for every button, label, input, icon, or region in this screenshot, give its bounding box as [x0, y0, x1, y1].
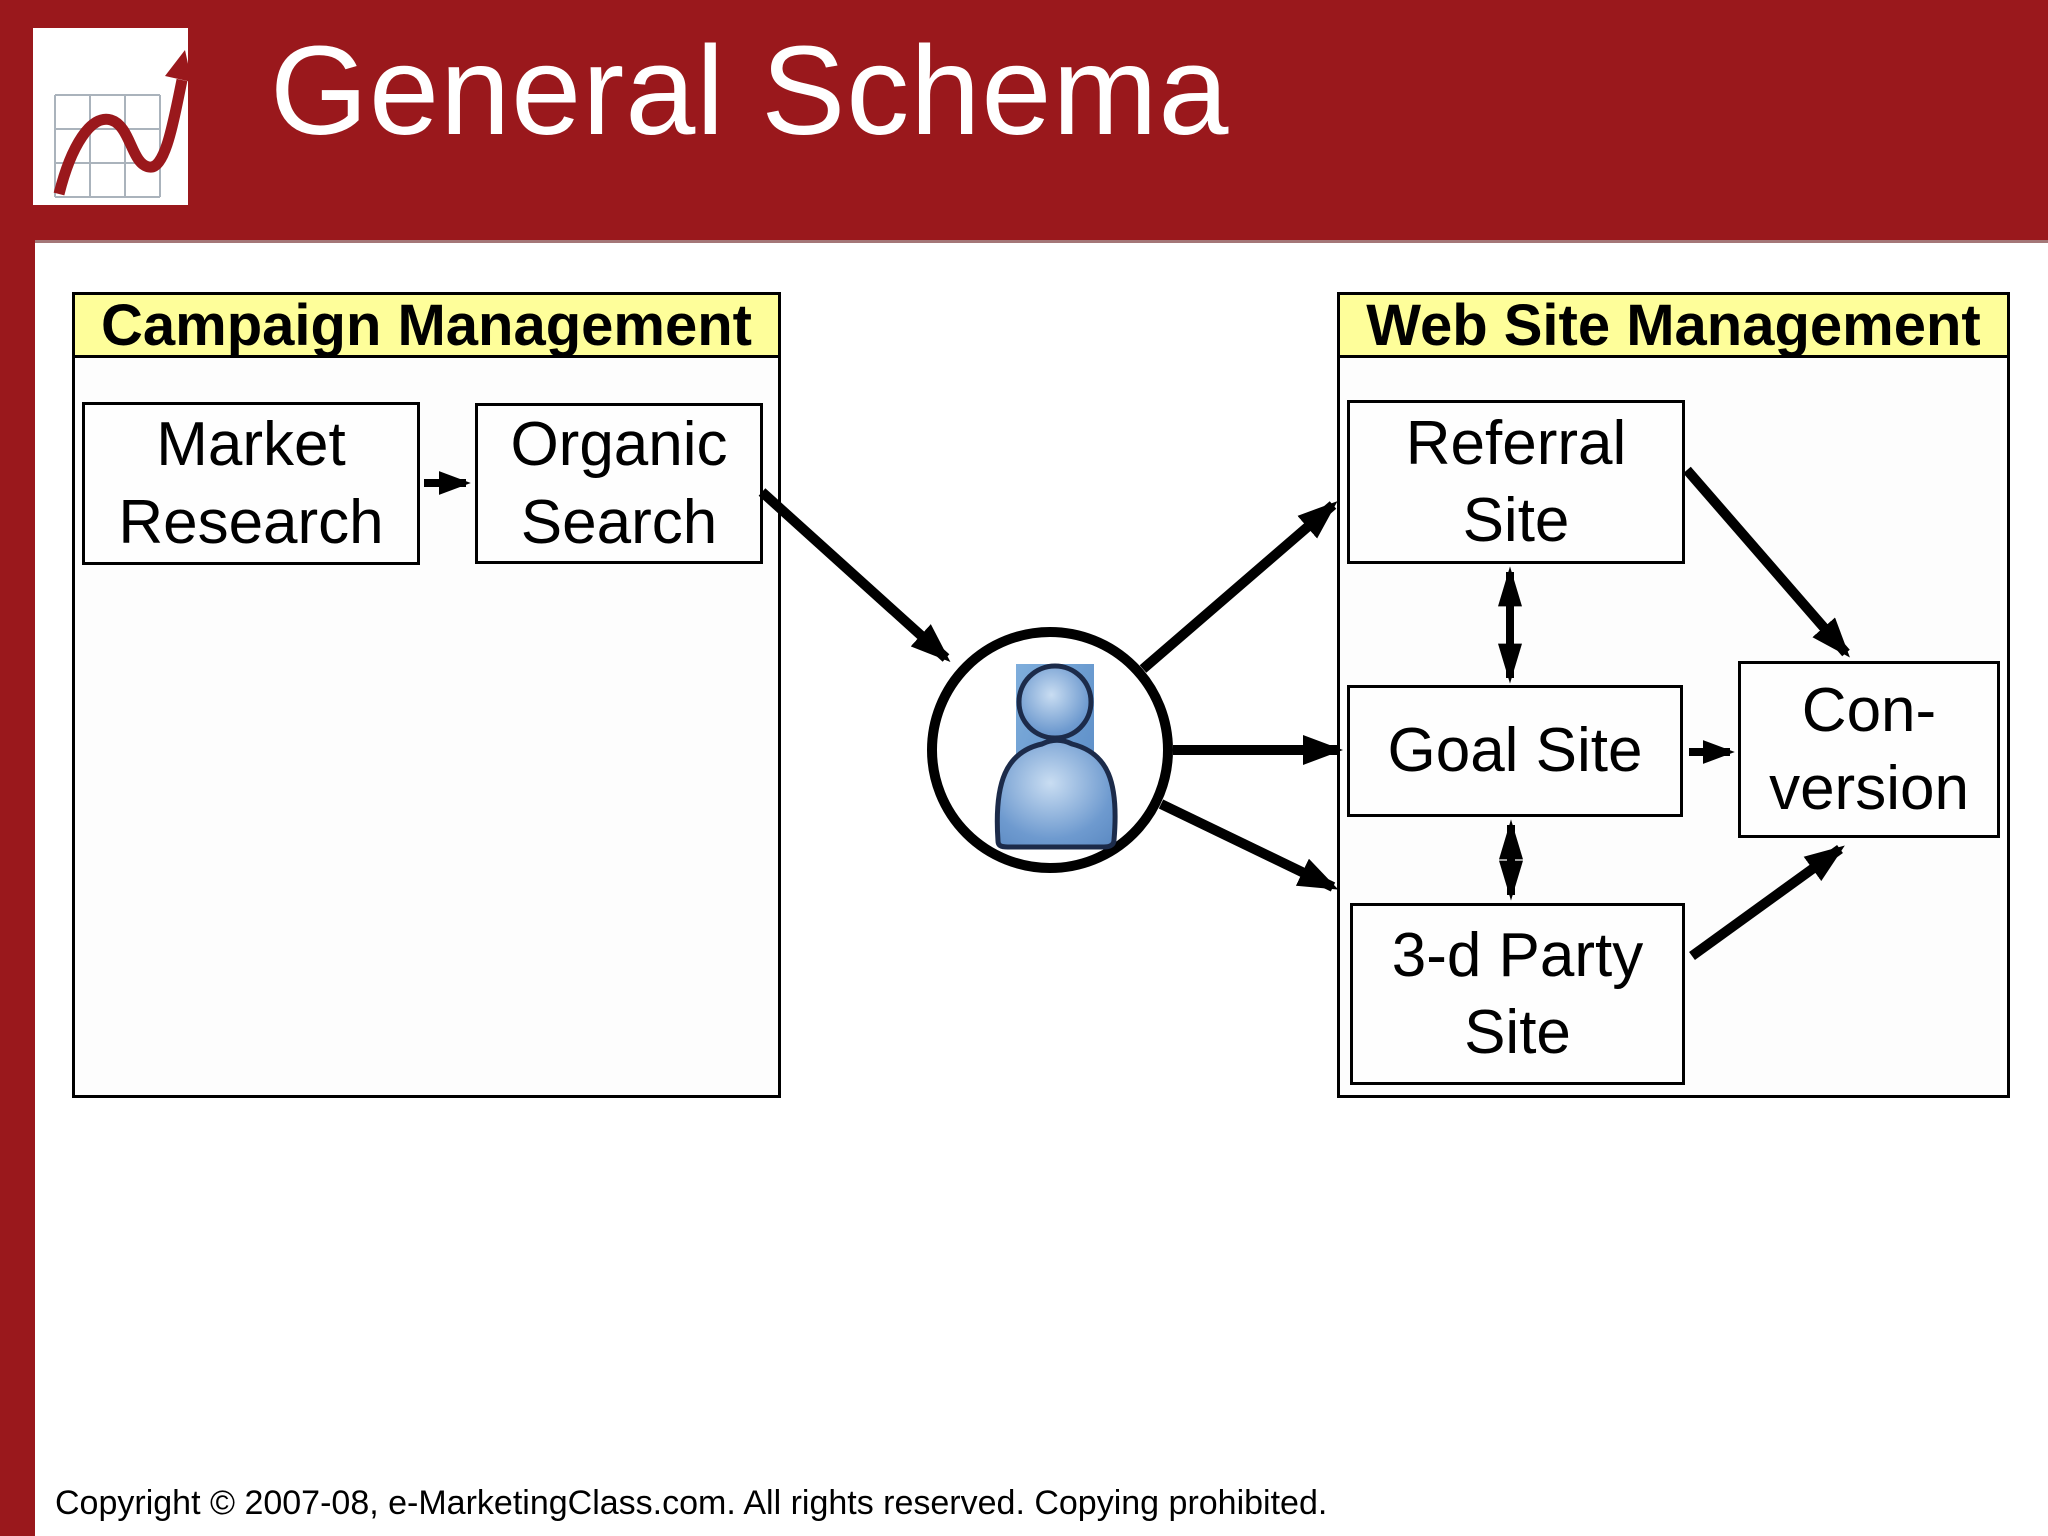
panel-campaign-management-title: Campaign Management — [75, 293, 778, 358]
node-conversion: Con- version — [1738, 661, 2000, 838]
node-organic-search: Organic Search — [475, 403, 763, 564]
logo — [33, 28, 192, 205]
header-band — [0, 0, 2048, 243]
node-third-party-site: 3-d Party Site — [1350, 903, 1685, 1085]
arrow-organic-to-visitor — [758, 488, 951, 663]
node-market-research-label: Market Research — [118, 410, 384, 557]
node-goal-site-label: Goal Site — [1387, 716, 1643, 786]
logo-arrowhead — [165, 50, 192, 82]
left-accent-strip — [0, 0, 35, 1536]
node-referral-site-label: Referral Site — [1405, 408, 1627, 556]
person-icon — [927, 627, 1173, 873]
arrow-visitor-to-third-party — [1158, 799, 1339, 892]
node-referral-site: Referral Site — [1347, 400, 1685, 564]
arrow-visitor-to-referral — [1139, 501, 1338, 673]
line-chart-up-arrow-icon — [53, 50, 192, 198]
node-market-research: Market Research — [82, 402, 420, 565]
logo-trend-line — [53, 78, 188, 196]
page-title: General Schema — [270, 20, 1230, 161]
node-organic-search-label: Organic Search — [510, 410, 728, 557]
node-third-party-site-label: 3-d Party Site — [1391, 920, 1644, 1068]
node-conversion-label: Con- version — [1769, 676, 1969, 823]
panel-web-site-management-title: Web Site Management — [1340, 293, 2007, 358]
node-goal-site: Goal Site — [1347, 685, 1683, 817]
copyright-text: Copyright © 2007-08, e-MarketingClass.co… — [55, 1484, 1328, 1522]
